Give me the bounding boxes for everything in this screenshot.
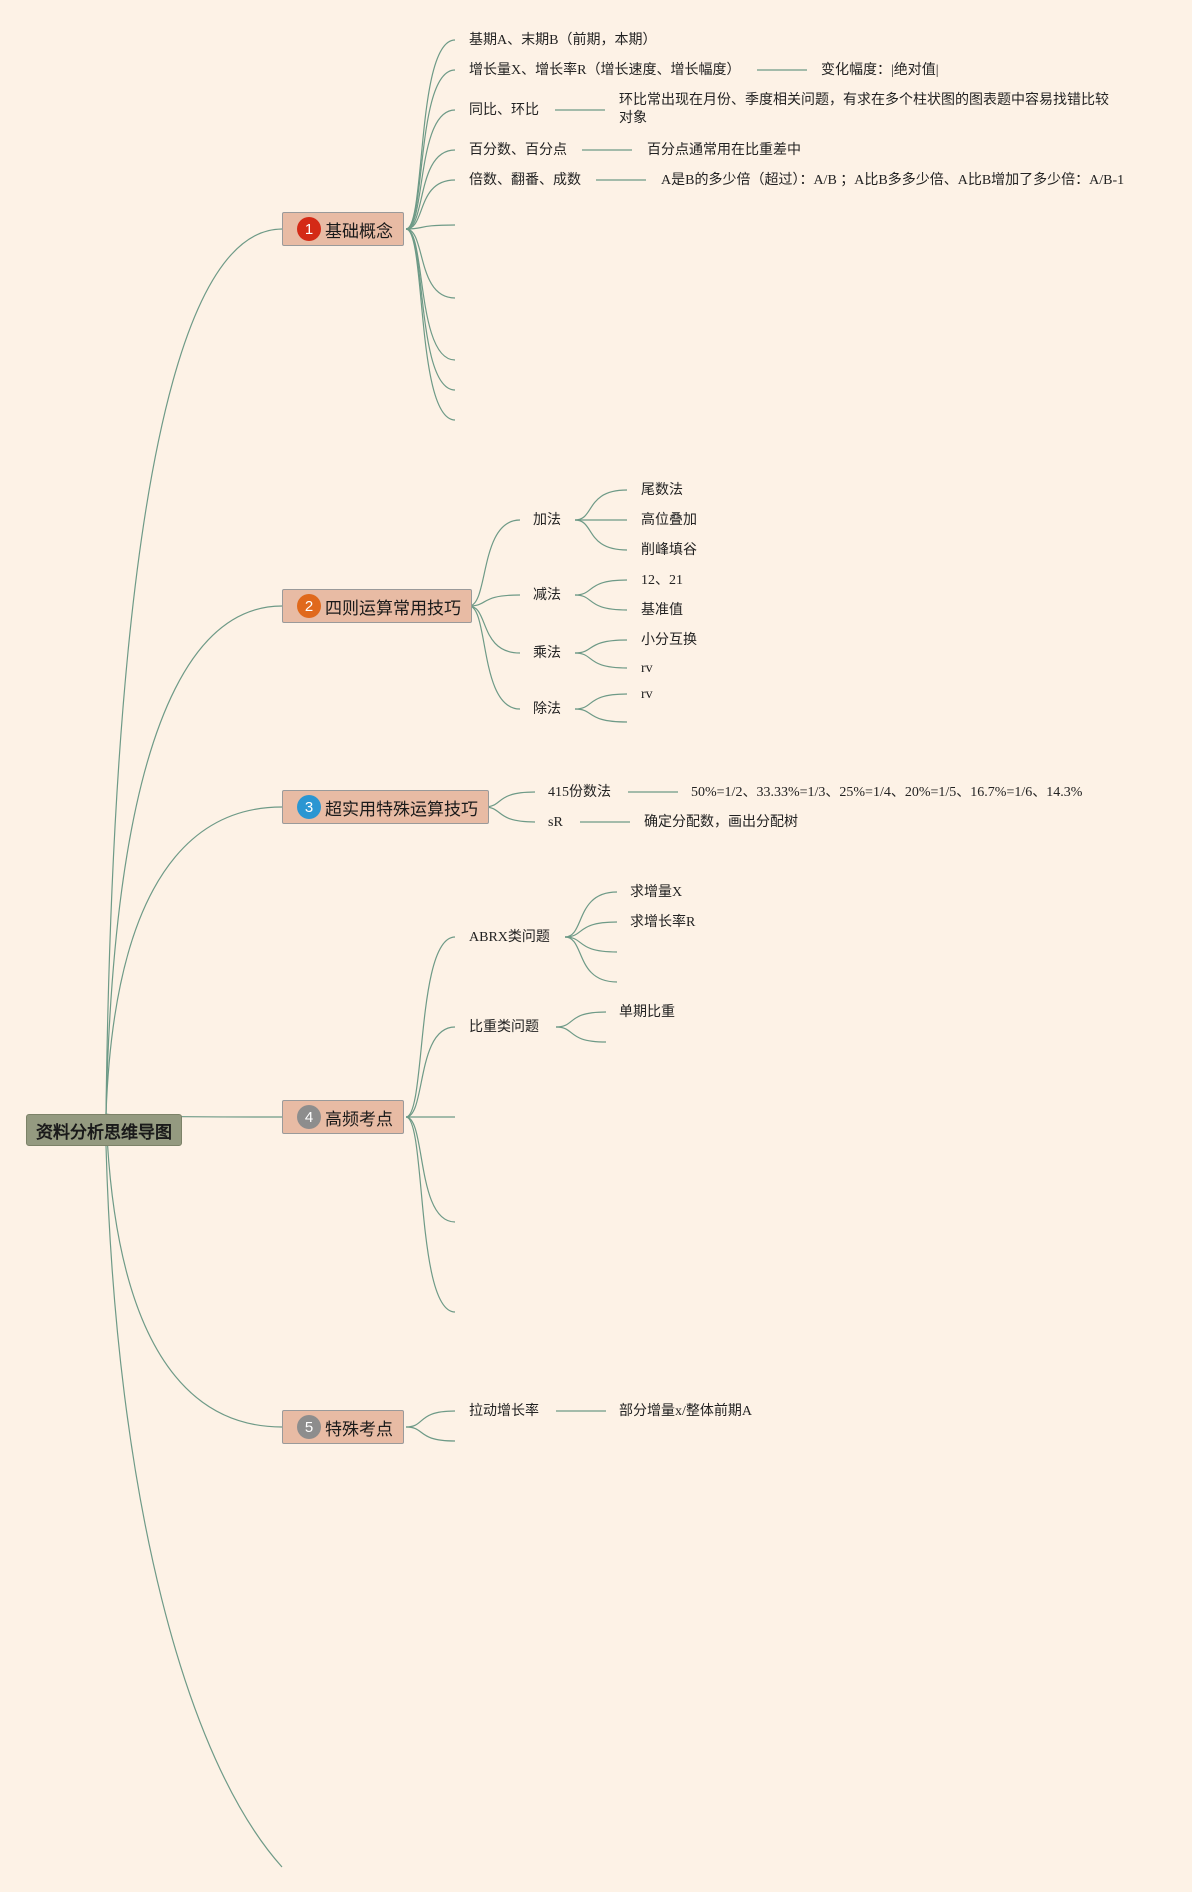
mul-connector (574, 652, 628, 669)
branch1-connector (405, 228, 456, 361)
number-5-icon: 5 (297, 1415, 321, 1439)
abrx-connector (564, 936, 618, 983)
subtraction-12-21[interactable]: 12、21 (641, 573, 683, 588)
root-connector (105, 605, 283, 1115)
addition-tail-number[interactable]: 尾数法 (641, 483, 683, 498)
root-connector (105, 228, 283, 1115)
proportion-connector (555, 1011, 607, 1028)
abrx-connector (564, 921, 618, 938)
branch1-connector (405, 224, 456, 230)
sub-connector (574, 579, 628, 596)
multiplication-fraction-swap[interactable]: 小分互换 (641, 633, 697, 648)
topic-multiplication[interactable]: 乘法 (533, 646, 561, 661)
branch4-connector (405, 1116, 456, 1313)
branch-label: 特殊考点 (325, 1419, 393, 1439)
proportion-single-period[interactable]: 单期比重 (619, 1005, 675, 1020)
branch1-connector (405, 69, 456, 230)
add-connector (574, 519, 628, 551)
branch1-connector (405, 149, 456, 230)
branch1-connector (405, 109, 456, 230)
branch-special-topics[interactable]: 5 特殊考点 (282, 1410, 404, 1444)
abrx-find-increment[interactable]: 求增量X (630, 885, 683, 900)
branch-high-frequency[interactable]: 4 高频考点 (282, 1100, 404, 1134)
multiplication-rv[interactable]: rv (641, 661, 653, 676)
number-3-icon: 3 (297, 795, 321, 819)
detail-fraction-table[interactable]: 50%=1/2、33.33%=1/3、25%=1/4、20%=1/5、16.7%… (691, 785, 1083, 800)
branch5-connector (405, 1410, 456, 1428)
branch-arithmetic-tips[interactable]: 2 四则运算常用技巧 (282, 589, 472, 623)
number-1-icon: 1 (297, 217, 321, 241)
div-connector (574, 693, 628, 710)
abrx-connector (564, 891, 618, 938)
branch1-connector (405, 179, 456, 230)
addition-high-digit[interactable]: 高位叠加 (641, 513, 697, 528)
branch4-connector (405, 1116, 456, 1223)
branch2-connector (468, 519, 521, 607)
branch2-connector (468, 605, 521, 710)
branch1-connector (405, 228, 456, 299)
branch-label: 超实用特殊运算技巧 (325, 799, 478, 819)
root-connector (105, 806, 283, 1115)
root-connector (105, 1145, 283, 1868)
topic-multiple[interactable]: 倍数、翻番、成数 (469, 173, 581, 188)
abrx-find-growth-rate[interactable]: 求增长率R (630, 915, 696, 930)
topic-abrx[interactable]: ABRX类问题 (469, 930, 550, 945)
root-node[interactable]: 资料分析思维导图 (26, 1114, 182, 1146)
division-rv[interactable]: rv (641, 687, 653, 702)
topic-division[interactable]: 除法 (533, 702, 561, 717)
branch4-connector (405, 936, 456, 1118)
detail-pull-growth[interactable]: 部分增量x/整体前期A (619, 1404, 752, 1419)
addition-peak-fill[interactable]: 削峰填谷 (641, 543, 697, 558)
mul-connector (574, 639, 628, 654)
number-2-icon: 2 (297, 594, 321, 618)
topic-yoy-mom[interactable]: 同比、环比 (469, 103, 539, 118)
branch3-connector (483, 806, 536, 823)
proportion-connector (555, 1026, 607, 1043)
topic-415-method[interactable]: 415份数法 (548, 785, 611, 800)
detail-multiple[interactable]: A是B的多少倍（超过）：A/B ；A比B多多少倍、A比B增加了多少倍：A/B-1 (661, 173, 1125, 188)
detail-mom[interactable]: 环比常出现在月份、季度相关问题，有求在多个柱状图的图表题中容易找错比较对象 (619, 93, 1109, 126)
branch1-connector (405, 228, 456, 421)
branch3-connector (483, 791, 536, 808)
branch-label: 四则运算常用技巧 (325, 598, 461, 618)
topic-addition[interactable]: 加法 (533, 513, 561, 528)
topic-proportion[interactable]: 比重类问题 (469, 1020, 539, 1035)
detail-change-range[interactable]: 变化幅度：|绝对值| (821, 63, 939, 78)
topic-subtraction[interactable]: 减法 (533, 588, 561, 603)
detail-distribution-tree[interactable]: 确定分配数，画出分配树 (644, 815, 798, 830)
branch-label: 基础概念 (325, 221, 393, 241)
detail-percent-point[interactable]: 百分点通常用在比重差中 (647, 143, 801, 158)
root-connector (105, 1113, 283, 1428)
sub-connector (574, 594, 628, 611)
topic-pull-growth[interactable]: 拉动增长率 (469, 1404, 539, 1419)
branch5-connector (405, 1426, 456, 1442)
abrx-connector (564, 936, 618, 953)
branch2-connector (468, 594, 521, 607)
branch4-connector (405, 1026, 456, 1118)
number-4-icon: 4 (297, 1105, 321, 1129)
topic-growth[interactable]: 增长量X、增长率R（增长速度、增长幅度） (469, 63, 741, 78)
topic-base-period[interactable]: 基期A、末期B（前期，本期） (469, 33, 657, 48)
add-connector (574, 489, 628, 521)
branch-special-operations[interactable]: 3 超实用特殊运算技巧 (282, 790, 489, 824)
branch-label: 高频考点 (325, 1109, 393, 1129)
subtraction-base-value[interactable]: 基准值 (641, 603, 683, 618)
topic-percent[interactable]: 百分数、百分点 (469, 143, 567, 158)
branch1-connector (405, 228, 456, 391)
div-connector (574, 708, 628, 723)
topic-sR[interactable]: sR (548, 815, 563, 830)
branch1-connector (405, 39, 456, 230)
branch2-connector (468, 605, 521, 654)
branch-basic-concepts[interactable]: 1 基础概念 (282, 212, 404, 246)
